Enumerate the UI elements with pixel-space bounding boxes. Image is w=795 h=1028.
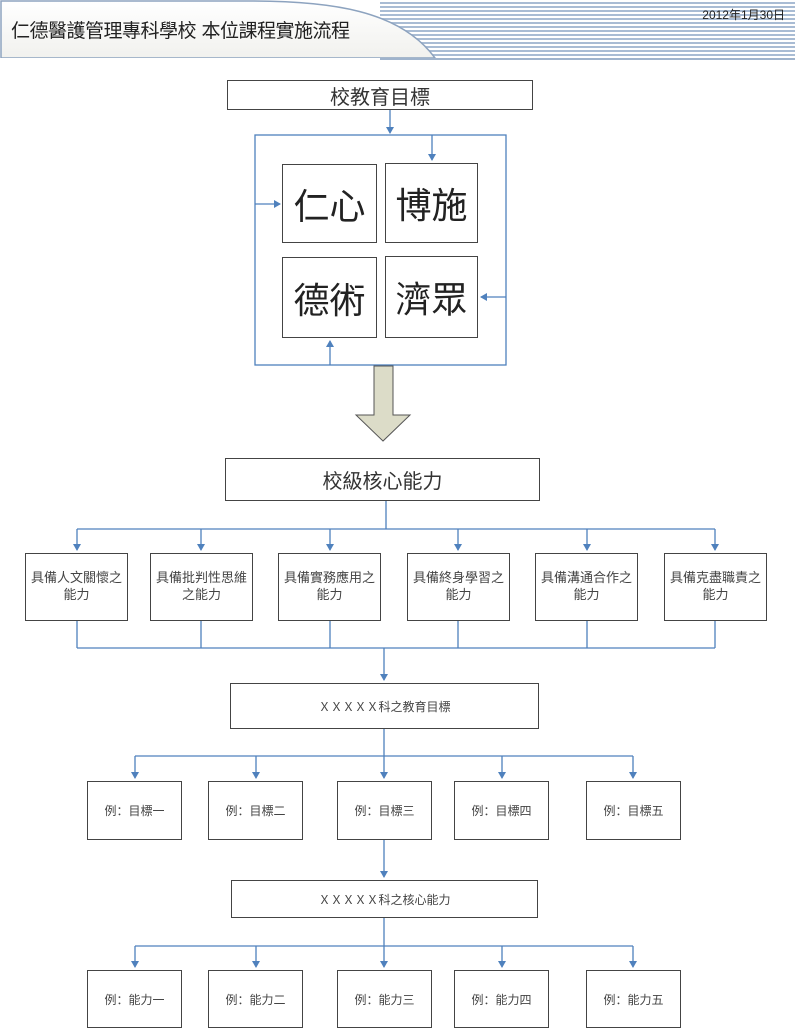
school-core-box: 校級核心能力 [225, 458, 540, 501]
ability-label: 具備克盡職責之能力 [669, 571, 761, 603]
dept-goal-item: 例：目標三 [337, 781, 432, 840]
values-container [254, 134, 507, 366]
page-title: 仁德醫護管理專科學校 本位課程實施流程 [11, 20, 350, 42]
ability-label: 具備批判性思維之能力 [155, 571, 247, 603]
value-box-renxin: 仁心 [282, 164, 377, 243]
dept-goal-item: 例：目標一 [87, 781, 182, 840]
core-label: 例：能力三 [354, 992, 415, 1007]
dept-core-title: ＸＸＸＸＸ科之核心能力 [318, 892, 451, 907]
page-header: 仁德醫護管理專科學校 本位課程實施流程 2012年1月30日 [0, 0, 795, 60]
school-goal-box: 校教育目標 [227, 80, 533, 110]
core-label: 例：能力二 [225, 992, 286, 1007]
goal-label: 例：目標二 [225, 804, 286, 818]
ability-label: 具備人文關懷之能力 [30, 571, 122, 603]
dept-goal-item: 例：目標五 [586, 781, 681, 840]
ability-label: 具備終身學習之能力 [412, 571, 504, 603]
dept-core-item: 例：能力五 [586, 970, 681, 1028]
value-label: 濟眾 [395, 280, 468, 321]
dept-core-item: 例：能力一 [87, 970, 182, 1028]
value-box-jizhong: 濟眾 [385, 256, 478, 338]
down-block-arrow-icon [354, 365, 412, 442]
value-label: 德術 [293, 280, 366, 322]
ability-box: 具備溝通合作之能力 [535, 553, 638, 621]
goal-label: 例：目標四 [471, 804, 532, 818]
goal-label: 例：目標一 [104, 804, 165, 818]
core-label: 例：能力五 [603, 992, 664, 1007]
value-box-boshi: 博施 [385, 163, 478, 243]
header-stripes [380, 0, 795, 60]
goal-label: 例：目標三 [354, 804, 415, 818]
dept-goal-item: 例：目標二 [208, 781, 303, 840]
dept-core-item: 例：能力三 [337, 970, 432, 1028]
value-box-deshu: 德術 [282, 257, 377, 338]
dept-core-item: 例：能力二 [208, 970, 303, 1028]
dept-core-item: 例：能力四 [454, 970, 549, 1028]
ability-box: 具備批判性思維之能力 [150, 553, 253, 621]
dept-goal-title: ＸＸＸＸＸ科之教育目標 [318, 699, 451, 714]
ability-label: 具備實務應用之能力 [283, 571, 375, 603]
goal-label: 例：目標五 [603, 804, 664, 818]
ability-box: 具備克盡職責之能力 [664, 553, 767, 621]
ability-box: 具備終身學習之能力 [407, 553, 510, 621]
dept-goal-box: ＸＸＸＸＸ科之教育目標 [230, 683, 539, 729]
header-title-tab [0, 0, 436, 58]
school-goal-title: 校教育目標 [330, 84, 430, 109]
ability-box: 具備實務應用之能力 [278, 553, 381, 621]
school-core-title: 校級核心能力 [322, 469, 443, 493]
ability-label: 具備溝通合作之能力 [540, 571, 632, 603]
ability-box: 具備人文關懷之能力 [25, 553, 128, 621]
value-label: 仁心 [293, 186, 366, 228]
dept-goal-item: 例：目標四 [454, 781, 549, 840]
core-label: 例：能力四 [471, 992, 532, 1007]
date-label: 2012年1月30日 [702, 8, 785, 22]
dept-core-box: ＸＸＸＸＸ科之核心能力 [231, 880, 538, 918]
value-label: 博施 [395, 186, 468, 227]
core-label: 例：能力一 [104, 992, 165, 1007]
